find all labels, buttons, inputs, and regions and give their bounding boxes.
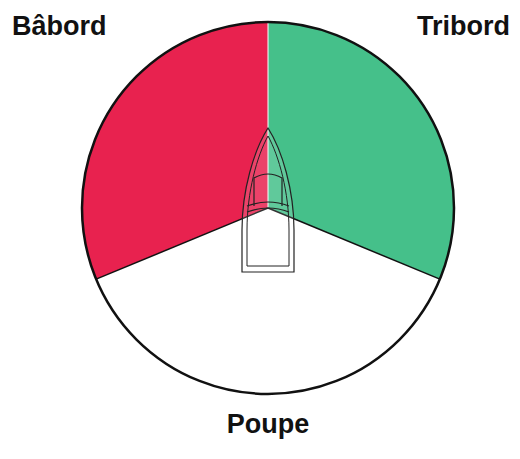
hull [242, 128, 294, 272]
hull-inner [247, 136, 289, 266]
side-label: Tribord [417, 12, 510, 42]
side-label: Bâbord [12, 12, 107, 42]
boat-outline [242, 128, 294, 272]
windshield [247, 202, 289, 212]
visibility-circle [82, 22, 454, 394]
side-label: Poupe [227, 410, 310, 440]
cabin [254, 174, 282, 206]
